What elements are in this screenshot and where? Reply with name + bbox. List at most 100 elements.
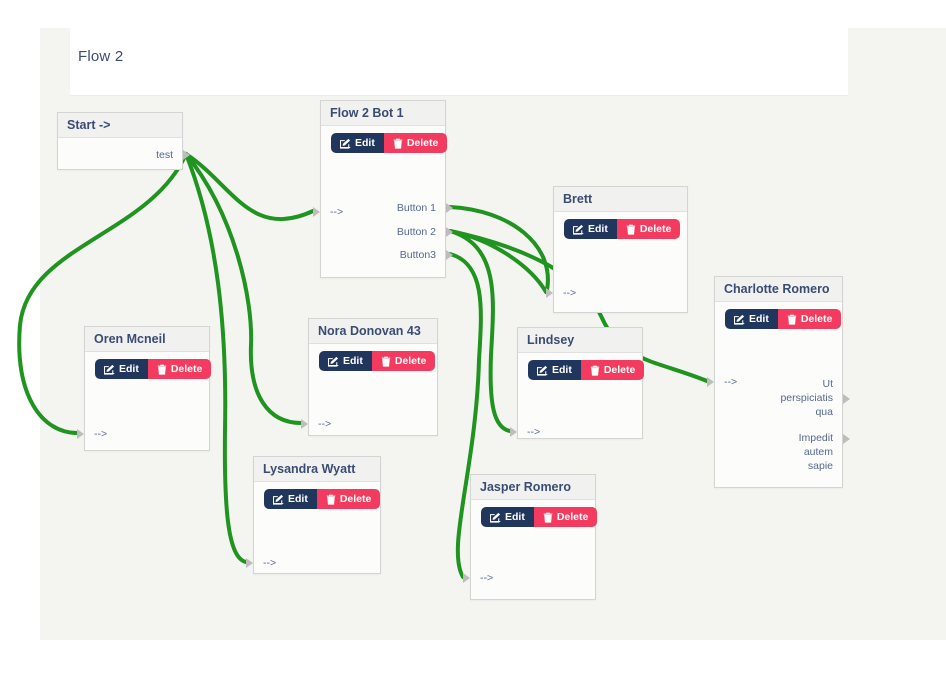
trash-icon [626, 224, 636, 235]
input-port-triangle-icon[interactable] [546, 288, 553, 298]
output-port-triangle-icon[interactable] [446, 250, 453, 260]
delete-button-label: Delete [639, 223, 672, 235]
node-title-lysandra: Lysandra Wyatt [254, 457, 380, 482]
output-port-triangle-icon[interactable] [446, 203, 453, 213]
node-title-charlotte: Charlotte Romero [715, 277, 842, 302]
pencil-square-icon [328, 356, 339, 367]
input-port-label: --> [94, 428, 108, 440]
pencil-square-icon [537, 365, 548, 376]
delete-button[interactable]: Delete [147, 359, 212, 379]
node-start[interactable]: Start -> test [57, 112, 190, 170]
output-port-triangle-icon[interactable] [843, 394, 850, 404]
delete-button[interactable]: Delete [383, 133, 448, 153]
edit-button[interactable]: Edit [331, 133, 384, 153]
node-actions: Edit Delete [319, 351, 437, 371]
edge-start.test-to-oren.input[interactable] [17, 152, 188, 435]
edit-button[interactable]: Edit [528, 360, 581, 380]
edge-bot1.button2-to-lindsey.input[interactable] [448, 229, 512, 433]
edit-button[interactable]: Edit [319, 351, 372, 371]
edit-button[interactable]: Edit [95, 359, 148, 379]
delete-button[interactable]: Delete [316, 489, 381, 509]
node-nora[interactable]: Nora Donovan 43 Edit Delete --> [301, 318, 438, 436]
delete-button-label: Delete [603, 364, 636, 376]
edge-start.test-to-lysandra.input[interactable] [184, 152, 248, 564]
output-port-triangle-icon[interactable] [183, 150, 190, 160]
input-port-triangle-icon[interactable] [246, 558, 253, 568]
input-port-label: --> [563, 287, 577, 299]
input-port-label: --> [527, 426, 541, 438]
input-port-triangle-icon[interactable] [510, 427, 517, 437]
delete-button-label: Delete [556, 511, 589, 523]
input-port-label: --> [724, 376, 738, 388]
input-port-triangle-icon[interactable] [301, 419, 308, 429]
edge-bot1.button2-to-charlotte.input[interactable] [448, 229, 709, 383]
pencil-square-icon [340, 138, 351, 149]
delete-button[interactable]: Delete [533, 507, 598, 527]
delete-button-label: Delete [394, 355, 427, 367]
edit-button-label: Edit [552, 364, 572, 376]
edge-start.test-to-bot1.input[interactable] [184, 152, 315, 222]
edit-button-label: Edit [505, 511, 525, 523]
node-body-lysandra: Edit Delete [254, 489, 381, 509]
output-port-triangle-icon[interactable] [843, 434, 850, 444]
node-title-lindsey: Lindsey [518, 328, 642, 353]
delete-button-label: Delete [339, 493, 372, 505]
output-label-bot1-2: Button3 [399, 249, 436, 261]
trash-icon [787, 314, 797, 325]
node-actions: Edit Delete [528, 360, 645, 380]
delete-button[interactable]: Delete [777, 309, 842, 329]
input-port-label: --> [318, 418, 332, 430]
edit-button-label: Edit [343, 355, 363, 367]
edit-button-label: Edit [588, 223, 608, 235]
trash-icon [590, 365, 600, 376]
edit-button[interactable]: Edit [725, 309, 778, 329]
output-port-triangle-icon[interactable] [446, 227, 453, 237]
trash-icon [393, 138, 403, 149]
edge-bot1.button3-to-jasper.input[interactable] [448, 252, 483, 579]
node-title-nora: Nora Donovan 43 [309, 319, 437, 344]
node-body-charlotte: Edit Delete [715, 309, 842, 329]
node-title-jasper: Jasper Romero [471, 475, 595, 500]
edit-button[interactable]: Edit [564, 219, 617, 239]
page-title: Flow 2 [78, 48, 124, 65]
node-body-nora: Edit Delete [309, 351, 437, 371]
input-port-label: --> [480, 572, 494, 584]
pencil-square-icon [104, 364, 115, 375]
edit-button-label: Edit [119, 363, 139, 375]
output-label-start-0: test [156, 149, 173, 161]
input-port-triangle-icon[interactable] [707, 377, 714, 387]
delete-button-label: Delete [800, 313, 833, 325]
node-title-brett: Brett [554, 187, 687, 212]
edge-bot1.button1-to-brett.input[interactable] [448, 205, 550, 292]
delete-button-label: Delete [406, 137, 439, 149]
node-title-start: Start -> [58, 113, 182, 138]
pencil-square-icon [273, 494, 284, 505]
node-title-oren: Oren Mcneil [85, 327, 209, 352]
node-actions: Edit Delete [95, 359, 212, 379]
input-port-triangle-icon[interactable] [313, 207, 320, 217]
output-label-bot1-1: Button 2 [396, 226, 436, 238]
edge-start.test-to-nora.input[interactable] [184, 152, 303, 425]
input-port-triangle-icon[interactable] [77, 429, 84, 439]
delete-button[interactable]: Delete [580, 360, 645, 380]
delete-button[interactable]: Delete [616, 219, 681, 239]
delete-button[interactable]: Delete [371, 351, 436, 371]
output-label-bot1-0: Button 1 [396, 202, 436, 214]
trash-icon [381, 356, 391, 367]
edit-button[interactable]: Edit [481, 507, 534, 527]
node-actions: Edit Delete [725, 309, 842, 329]
input-port-triangle-icon[interactable] [463, 573, 470, 583]
node-body-lindsey: Edit Delete [518, 360, 645, 380]
node-body-brett: Edit Delete [554, 219, 687, 239]
trash-icon [326, 494, 336, 505]
edit-button[interactable]: Edit [264, 489, 317, 509]
